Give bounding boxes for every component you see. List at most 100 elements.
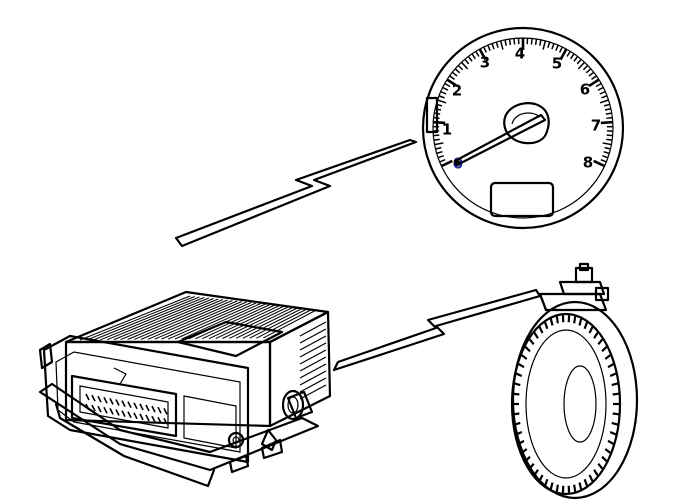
tone-ring-tooth	[601, 455, 608, 462]
tone-ring-tooth	[583, 478, 589, 487]
connector-pin	[151, 415, 156, 423]
tone-ring-tooth	[533, 469, 539, 476]
hatch-line	[93, 296, 200, 341]
connector-pin	[85, 403, 90, 411]
tachometer-tick	[577, 61, 586, 70]
tachometer-tick	[471, 53, 477, 60]
tachometer-tick	[559, 48, 568, 61]
control-unit-label-panel	[176, 320, 284, 358]
hatch-line	[215, 305, 285, 340]
connector-pin	[145, 414, 150, 422]
connector-pin	[109, 408, 114, 415]
tachometer-tick	[508, 38, 512, 46]
tone-ring-tooth	[514, 382, 521, 387]
tachometer-tick	[440, 90, 447, 95]
dial-number-5: 5	[552, 55, 562, 73]
tachometer-tick	[440, 159, 453, 168]
hatch-line	[201, 304, 276, 340]
tone-ring-tooth	[518, 363, 525, 369]
tachometer-tick	[438, 95, 445, 99]
tachometer-needle	[453, 113, 547, 167]
hatch-line	[208, 305, 280, 340]
tachometer-tick	[530, 38, 533, 45]
hatch-line	[242, 307, 304, 339]
tone-ring-tooth	[555, 316, 559, 324]
dial-number-7: 7	[591, 117, 601, 135]
tone-ring-tooth	[573, 484, 577, 492]
tachometer-tick	[433, 138, 440, 141]
tone-ring-tooth	[607, 439, 614, 445]
hatch-line	[181, 303, 261, 340]
tachometer-tick	[588, 71, 595, 77]
connector-pin	[103, 396, 108, 404]
hatch-line	[256, 308, 313, 339]
tachometer-icon: 0 1 2 3 4 5 6 7 8	[421, 26, 625, 230]
tone-ring-tooth	[549, 318, 554, 326]
side-rib	[299, 377, 327, 393]
tone-ring-tooth	[515, 372, 523, 377]
tone-ring-tooth	[524, 346, 531, 353]
dial-number-4: 4	[515, 45, 525, 63]
hatch-line	[134, 299, 228, 340]
tachometer-tick	[478, 48, 487, 61]
connector-pin	[97, 405, 102, 413]
tone-ring-tooth	[588, 326, 594, 334]
tachometer-tick	[602, 154, 609, 159]
tachometer-tick	[605, 112, 612, 115]
tachometer-tick	[446, 78, 458, 88]
connector-pin	[97, 395, 102, 403]
hatch-line	[222, 306, 290, 339]
connector-pin	[163, 417, 168, 425]
connector-pins	[85, 393, 168, 425]
tone-ring-tooth	[612, 392, 619, 396]
tone-ring-tooth	[607, 363, 614, 369]
tachometer-tick	[602, 142, 612, 146]
tone-ring-tooth	[528, 462, 535, 470]
tachometer-tick	[555, 44, 559, 51]
tachometer-marker	[425, 96, 439, 134]
connector-pin	[127, 411, 132, 419]
hatch-line	[140, 300, 233, 340]
tachometer-tick	[591, 75, 597, 80]
tachometer-tick	[460, 61, 469, 70]
hatch-line	[174, 302, 257, 340]
tachometer-tick	[603, 103, 611, 107]
tachometer-tick	[603, 150, 610, 155]
screw-icon	[227, 431, 245, 449]
hatch-line	[154, 301, 243, 340]
tachometer-tick	[437, 154, 444, 159]
tachometer-tick	[504, 39, 507, 46]
tone-ring-tooth	[513, 392, 520, 396]
tone-ring-tooth	[593, 469, 599, 476]
tachometer-tick	[449, 75, 455, 80]
connector-pin	[109, 398, 114, 405]
dial-number-6: 6	[580, 81, 590, 99]
tone-ring-teeth	[513, 315, 619, 493]
wheel-speed-sensor-icon	[510, 262, 639, 500]
tachometer-tick	[437, 99, 447, 104]
connector-pin	[139, 413, 144, 421]
tone-ring-tooth	[513, 412, 520, 416]
tone-ring-tooth	[611, 421, 618, 426]
tachometer-tick	[569, 53, 575, 60]
side-rib	[299, 321, 327, 337]
tone-ring-tooth	[604, 354, 611, 360]
hatch-line	[106, 297, 210, 341]
tachometer-tick	[599, 99, 609, 104]
tone-ring-tooth	[597, 462, 604, 470]
connector-pin	[103, 406, 108, 414]
connector-pin	[157, 416, 162, 424]
tachometer-tick	[491, 43, 495, 50]
tachometer-tick	[451, 71, 458, 77]
tachometer-tick	[444, 82, 451, 88]
signal-bolt-icon	[174, 138, 418, 248]
tachometer-tick	[475, 50, 480, 57]
control-unit-icon	[38, 290, 332, 488]
hatch-line	[79, 295, 191, 341]
tachometer-tick	[600, 120, 613, 125]
tone-ring-tooth	[533, 332, 539, 339]
tachometer-tick	[606, 134, 613, 137]
side-rib	[299, 356, 327, 372]
